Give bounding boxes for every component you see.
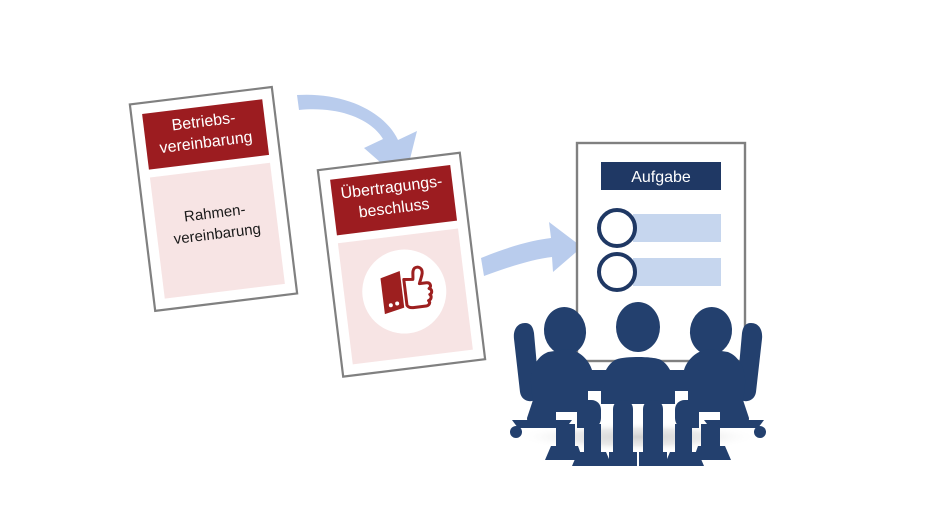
- meeting-illustration: [510, 302, 766, 466]
- conference-table: [553, 371, 725, 391]
- person-center-front: [601, 302, 675, 466]
- doc3-row2-bar: [633, 258, 721, 286]
- checklist-row[interactable]: [597, 252, 721, 292]
- doc3-row1-bar: [633, 214, 721, 242]
- floor-shadow: [518, 422, 758, 452]
- document-betriebsvereinbarung[interactable]: [128, 85, 299, 313]
- document-uebertragungsbeschluss[interactable]: [316, 151, 487, 378]
- doc3-row2-checkbox[interactable]: [597, 252, 637, 292]
- doc2-header-band: [330, 165, 458, 236]
- thumbs-up-icon: [380, 265, 434, 315]
- checklist-row[interactable]: [597, 208, 721, 248]
- doc1-body-band: [149, 162, 285, 299]
- doc3-row1-checkbox[interactable]: [597, 208, 637, 248]
- arrow-uebertragungsbeschluss-to-aufgabe: [481, 222, 582, 276]
- doc1-header-band: [142, 99, 270, 170]
- doc3-header-band: [601, 162, 721, 190]
- doc3-header-label: Aufgabe: [631, 169, 691, 186]
